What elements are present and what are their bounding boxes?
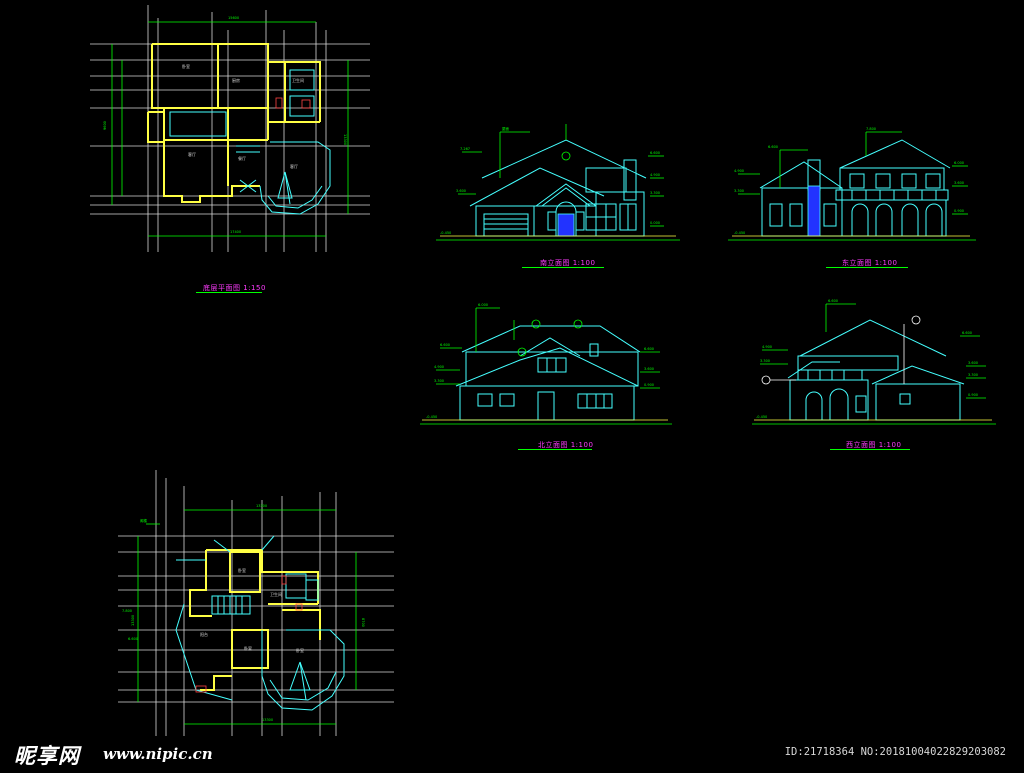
svg-text:4.900: 4.900	[650, 173, 660, 177]
north-elevation: 6.000 6.600 4.900 3.300 6.600 3.600 0.90…	[420, 303, 672, 425]
svg-text:卫生间: 卫生间	[292, 77, 304, 83]
east-elevation-caption: 东立面图 1:100	[842, 259, 898, 267]
ground-floor-plan-caption: 底层平面图 1:150	[203, 284, 266, 292]
svg-text:13300: 13300	[262, 718, 273, 722]
watermark-logo: 昵享网	[14, 744, 80, 768]
svg-text:0.900: 0.900	[968, 393, 978, 397]
svg-text:13300: 13300	[343, 134, 347, 145]
south-elevation: 屋面 7.267 3.600 6.600 4.900 3.300 0.000 -…	[436, 124, 680, 241]
svg-text:15600: 15600	[228, 16, 239, 20]
svg-text:9600: 9600	[103, 121, 107, 130]
svg-text:6.000: 6.000	[954, 161, 964, 165]
svg-text:13300: 13300	[256, 504, 267, 508]
svg-text:3.600: 3.600	[456, 189, 466, 193]
svg-text:6.600: 6.600	[644, 347, 654, 351]
svg-text:7.800: 7.800	[122, 609, 132, 613]
ground-floor-plan: 卧室 厨房 客厅 餐厅 客厅 卫生间 15600 17400 9600 1330…	[90, 5, 370, 252]
svg-text:阳台: 阳台	[200, 631, 208, 637]
watermark-url: www.nipic.cn	[103, 745, 213, 763]
svg-text:-0.450: -0.450	[756, 415, 767, 419]
svg-text:3.300: 3.300	[650, 191, 660, 195]
svg-text:3.300: 3.300	[760, 359, 770, 363]
svg-text:6.600: 6.600	[650, 151, 660, 155]
svg-text:卧室: 卧室	[238, 567, 246, 573]
svg-text:3.300: 3.300	[968, 373, 978, 377]
svg-text:3.300: 3.300	[734, 189, 744, 193]
watermark-id: ID:21718364 NO:20181004022829203082	[784, 746, 1006, 758]
svg-text:客厅: 客厅	[188, 151, 196, 157]
svg-text:3.600: 3.600	[954, 181, 964, 185]
east-elevation: 6.600 7.800 4.900 3.300 6.000 3.600 0.90…	[728, 127, 976, 241]
south-elevation-caption: 南立面图 1:100	[540, 259, 596, 267]
svg-text:6.600: 6.600	[828, 299, 838, 303]
svg-text:8700: 8700	[361, 618, 365, 627]
second-floor-plan: 卧室 卧室 卧室 卫生间 阳台 13300 13300 13300 8700 阁…	[118, 470, 394, 736]
west-elevation: 6.600 4.900 3.300 6.600 3.600 3.300 0.90…	[752, 299, 996, 425]
svg-text:卫生间: 卫生间	[270, 591, 282, 597]
svg-text:4.900: 4.900	[762, 345, 772, 349]
svg-text:6.600: 6.600	[768, 145, 778, 149]
east-elevation-caption-underline	[826, 267, 908, 268]
svg-text:-0.450: -0.450	[734, 231, 745, 235]
svg-text:卧室: 卧室	[244, 645, 252, 651]
svg-text:3.300: 3.300	[434, 379, 444, 383]
svg-text:7.267: 7.267	[460, 147, 470, 151]
svg-text:厨房: 厨房	[232, 77, 240, 83]
svg-text:0.000: 0.000	[650, 221, 660, 225]
west-elevation-caption-underline	[830, 449, 910, 450]
svg-text:-0.450: -0.450	[440, 231, 451, 235]
svg-text:7.800: 7.800	[866, 127, 876, 131]
svg-text:4.900: 4.900	[734, 169, 744, 173]
svg-text:3.600: 3.600	[968, 361, 978, 365]
svg-text:餐厅: 餐厅	[238, 155, 246, 161]
svg-text:6.600: 6.600	[962, 331, 972, 335]
north-elevation-caption: 北立面图 1:100	[538, 441, 594, 449]
svg-text:6.600: 6.600	[440, 343, 450, 347]
svg-text:0.900: 0.900	[644, 383, 654, 387]
svg-text:4.900: 4.900	[434, 365, 444, 369]
svg-text:屋面: 屋面	[502, 126, 510, 131]
ground-floor-plan-caption-underline	[196, 292, 262, 293]
svg-text:卧室: 卧室	[182, 63, 190, 69]
west-elevation-caption: 西立面图 1:100	[846, 441, 902, 449]
svg-text:6.000: 6.000	[478, 303, 488, 307]
svg-text:-0.450: -0.450	[426, 415, 437, 419]
svg-text:0.900: 0.900	[954, 209, 964, 213]
svg-text:阁楼: 阁楼	[140, 518, 147, 523]
svg-text:3.600: 3.600	[644, 367, 654, 371]
svg-text:客厅: 客厅	[290, 163, 298, 169]
svg-text:6.600: 6.600	[128, 637, 138, 641]
north-elevation-caption-underline	[518, 449, 592, 450]
svg-text:13300: 13300	[131, 615, 135, 626]
svg-text:卧室: 卧室	[296, 647, 304, 653]
south-elevation-caption-underline	[522, 267, 604, 268]
svg-text:17400: 17400	[230, 230, 241, 234]
